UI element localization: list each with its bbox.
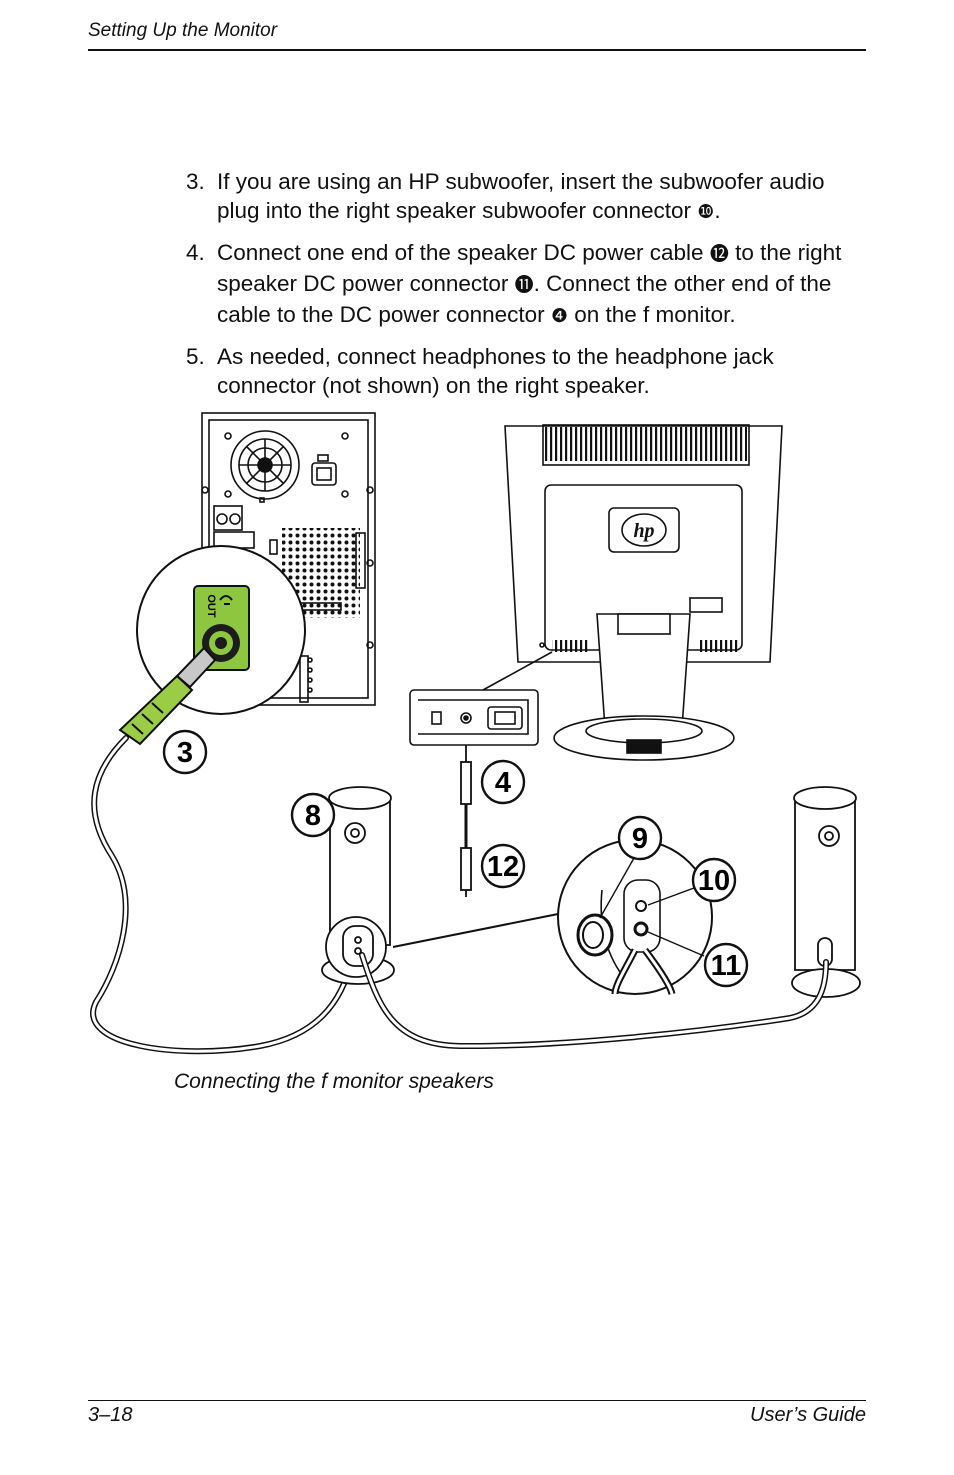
callout-4: 4 — [480, 759, 526, 805]
callout-10: 10 — [691, 857, 737, 903]
audio-cable — [90, 735, 355, 1055]
hp-logo: hp — [608, 507, 680, 553]
left-speaker — [321, 786, 395, 985]
svg-text:10: 10 — [698, 865, 730, 897]
svg-text:9: 9 — [632, 823, 648, 855]
speaker-connection-figure: OUT hp — [90, 412, 861, 1055]
callout-ref: ❹ — [550, 306, 568, 327]
callout-8: 8 — [290, 792, 336, 838]
logo-text: hp — [633, 520, 654, 542]
step-5: 5. As needed, connect headphones to the … — [186, 342, 866, 400]
step-list: 3. If you are using an HP subwoofer, ins… — [186, 167, 866, 411]
footer-rule — [88, 1400, 866, 1401]
callout-11: 11 — [703, 942, 749, 988]
svg-text:11: 11 — [711, 950, 742, 982]
audio-out-jack-magnified: OUT — [136, 545, 306, 715]
monitor: hp — [504, 424, 783, 761]
callout-ref: ⓫ — [514, 275, 534, 296]
callout-9: 9 — [617, 815, 663, 861]
callout-ref: ⓬ — [709, 244, 729, 265]
headphone-icon — [219, 595, 233, 605]
speaker-back-magnified — [557, 839, 713, 995]
step-number: 4. — [186, 240, 205, 265]
callout-ref: ❿ — [697, 202, 715, 223]
page-number: 3–18 — [88, 1404, 133, 1426]
svg-text:4: 4 — [495, 767, 511, 799]
step-text: As needed, connect headphones to the hea… — [217, 344, 774, 398]
step-text: Connect one end of the speaker DC power … — [217, 240, 842, 327]
fan-icon — [230, 430, 300, 500]
callout-leaders — [599, 857, 705, 957]
running-header: Setting Up the Monitor — [88, 20, 278, 41]
dc-power-cable — [460, 745, 472, 897]
step-text: If you are using an HP subwoofer, insert… — [217, 169, 825, 223]
figure-caption: Connecting the f monitor speakers — [174, 1070, 494, 1093]
jack-label: OUT — [205, 594, 217, 618]
step-3: 3. If you are using an HP subwoofer, ins… — [186, 167, 866, 227]
svg-text:3: 3 — [177, 737, 193, 769]
dc-connector-inset — [409, 689, 539, 746]
audio-plug — [118, 646, 217, 746]
callout-12: 12 — [480, 843, 526, 889]
svg-text:12: 12 — [487, 851, 519, 883]
footer-guide-title: User’s Guide — [750, 1404, 866, 1426]
header-rule — [88, 49, 866, 51]
svg-text:8: 8 — [305, 800, 321, 832]
step-number: 3. — [186, 169, 205, 194]
step-4: 4. Connect one end of the speaker DC pow… — [186, 238, 866, 331]
callout-3: 3 — [162, 729, 208, 775]
leader-line — [482, 651, 553, 691]
step-number: 5. — [186, 344, 205, 369]
magnify-line — [392, 912, 564, 948]
